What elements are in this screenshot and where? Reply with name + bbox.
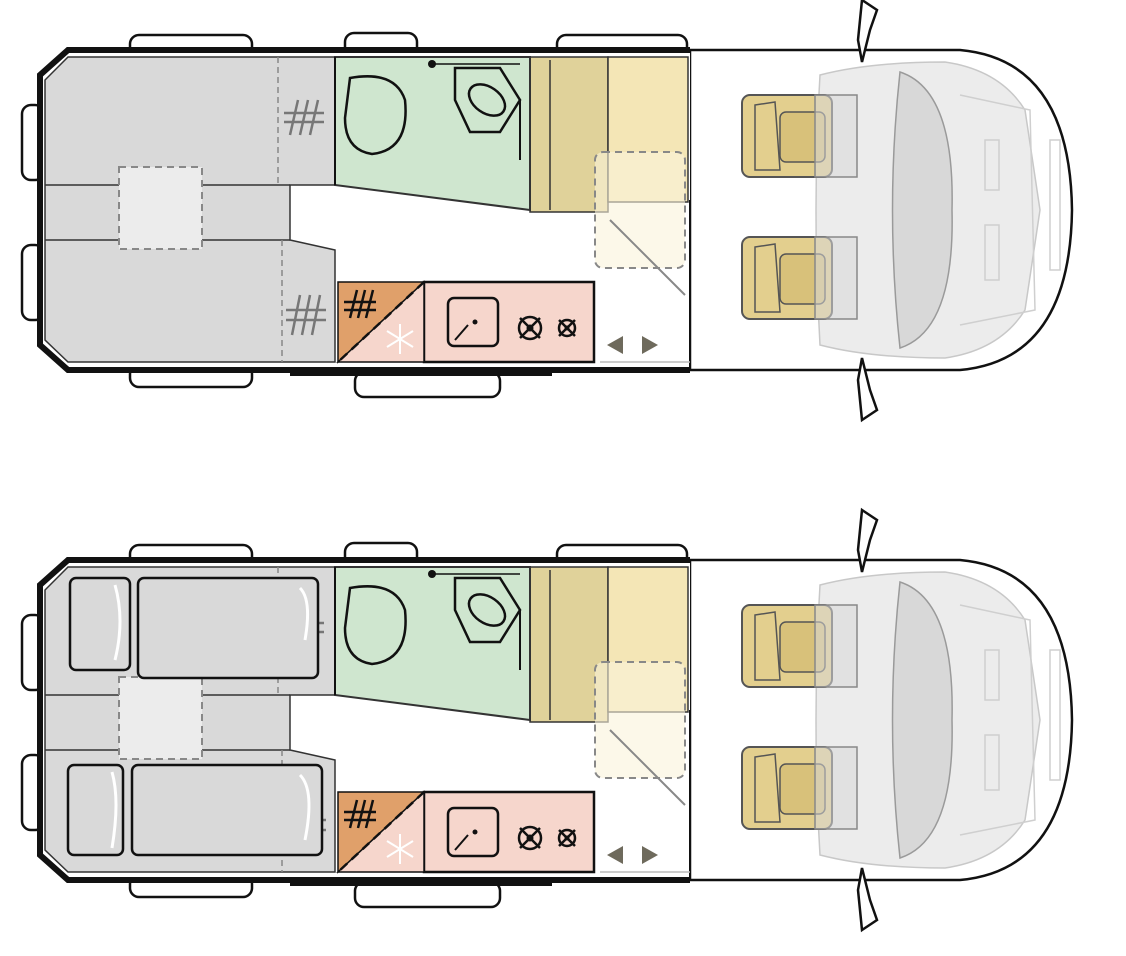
floorplan-night-layout [22, 510, 1072, 930]
floorplan-day-layout [22, 0, 1072, 420]
